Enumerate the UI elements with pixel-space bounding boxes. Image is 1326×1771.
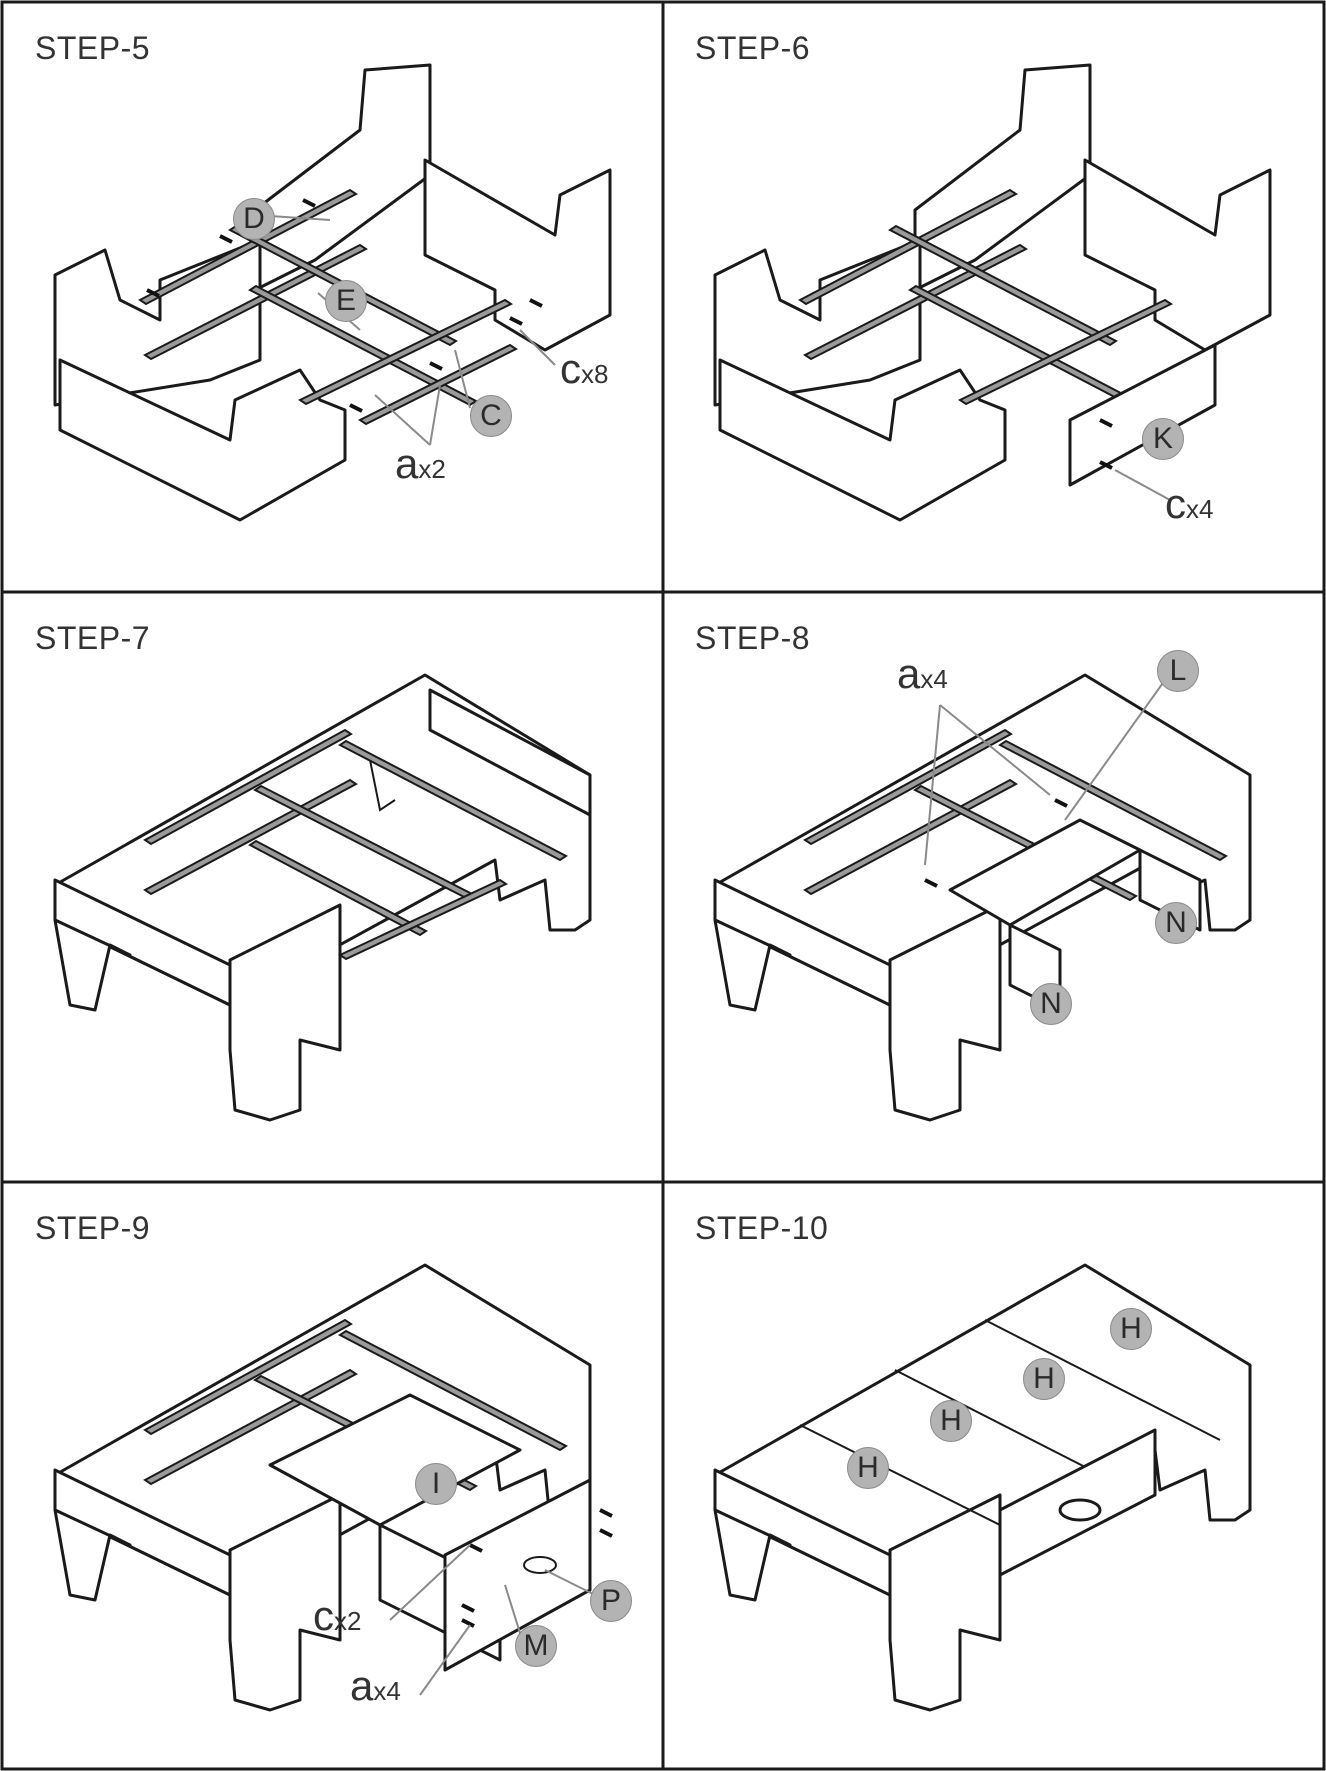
hardware-letter: c: [313, 1592, 334, 1639]
hardware-count: x2: [418, 454, 446, 484]
hardware-count: x8: [581, 359, 609, 389]
part-label-h: H: [847, 1447, 889, 1489]
hardware-letter: c: [1165, 480, 1186, 527]
part-label-m: M: [515, 1625, 557, 1667]
step-5-drawing: [53, 63, 612, 522]
hardware-letter: a: [350, 1662, 374, 1709]
hardware-count: x2: [334, 1606, 362, 1636]
hardware-letter: c: [560, 345, 581, 392]
part-label-c: C: [470, 395, 512, 437]
hardware-c-qty: cx2: [313, 1592, 361, 1640]
hardware-count: x4: [373, 1676, 401, 1706]
step-7-title: STEP-7: [35, 620, 151, 656]
step-10-title: STEP-10: [695, 1210, 829, 1246]
part-label-h: H: [1023, 1358, 1065, 1400]
hardware-a-qty: ax4: [897, 650, 948, 698]
step-5-title: STEP-5: [35, 30, 151, 66]
step-7-drawing: [53, 673, 592, 1122]
hardware-letter: a: [897, 650, 921, 697]
hardware-letter: a: [395, 440, 419, 487]
part-label-p: P: [590, 1580, 632, 1622]
part-label-e: E: [325, 280, 367, 322]
step-6-drawing: [713, 63, 1272, 522]
part-label-k: K: [1142, 418, 1184, 460]
hardware-count: x4: [920, 664, 948, 694]
hardware-c-qty: cx8: [560, 345, 608, 393]
hardware-a-qty: ax4: [350, 1662, 401, 1710]
part-label-n: N: [1155, 902, 1197, 944]
step-6-title: STEP-6: [695, 30, 811, 66]
hardware-count: x4: [1186, 494, 1214, 524]
step-10-drawing: [713, 1263, 1252, 1712]
hardware-a-qty: ax2: [395, 440, 446, 488]
part-label-h: H: [1110, 1308, 1152, 1350]
step-8-title: STEP-8: [695, 620, 811, 656]
hardware-c-qty: cx4: [1165, 480, 1213, 528]
step-9-drawing: [53, 1263, 613, 1712]
step-8-drawing: [713, 673, 1252, 1122]
part-label-h: H: [930, 1400, 972, 1442]
step-9-title: STEP-9: [35, 1210, 151, 1246]
part-label-l: L: [1157, 650, 1199, 692]
part-label-d: D: [233, 198, 275, 240]
part-label-i: I: [415, 1463, 457, 1505]
part-label-n: N: [1030, 983, 1072, 1025]
